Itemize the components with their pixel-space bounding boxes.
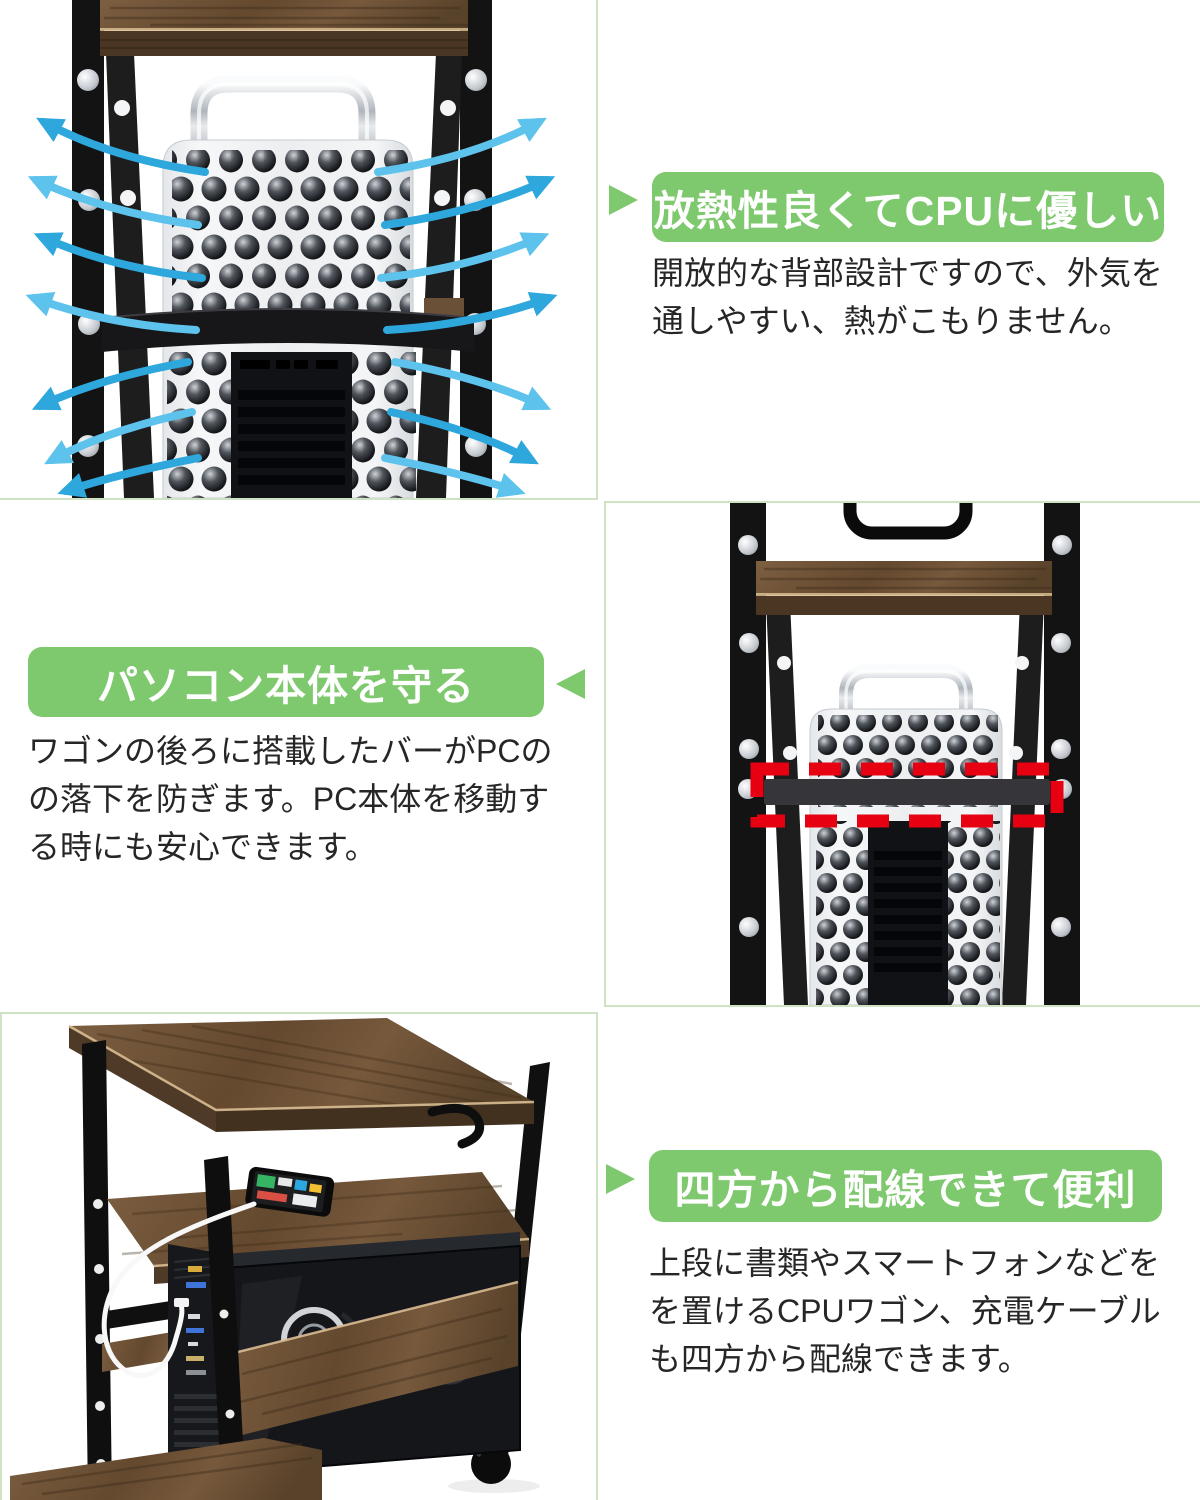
feature-text-line: 開放的な背部設計ですので、外気を xyxy=(652,255,1163,291)
pointer-right-icon xyxy=(606,1164,635,1194)
tower-ports xyxy=(240,360,338,369)
slot-vents xyxy=(174,1394,220,1447)
cart-photo xyxy=(2,1014,596,1500)
rack-frame xyxy=(72,0,492,498)
highlight-dashed-box xyxy=(750,762,1064,828)
top-board xyxy=(68,1018,535,1149)
feature-text-heat: 開放的な背部設計ですので、外気を 通しやすい、熱がこもりません。 xyxy=(652,249,1163,345)
airflow-photo-panel xyxy=(0,0,598,500)
feature-text-line: 上段に書類やスマートフォンなどを xyxy=(649,1245,1161,1281)
feature-title-heat: 放熱性良くてCPUに優しい xyxy=(652,172,1164,242)
airflow-photo xyxy=(0,0,596,498)
feature-text-line: ワゴンの後ろに搭載したバーがPCの xyxy=(28,733,553,769)
tower-grille xyxy=(238,390,345,485)
cart-handle xyxy=(843,503,973,540)
feature-text-line: る時にも安心できます。 xyxy=(28,829,377,865)
retaining-bar-photo xyxy=(606,503,1200,1005)
left-leg xyxy=(82,1040,112,1500)
feature-title-cable: 四方から配線できて便利 xyxy=(649,1150,1162,1222)
feature-text-cable: 上段に書類やスマートフォンなどを を置けるCPUワゴン、充電ケーブル も四方から… xyxy=(649,1239,1161,1383)
feature-text-line: 通しやすい、熱がこもりません。 xyxy=(652,303,1131,339)
airflow-arrows xyxy=(25,117,558,498)
led-display xyxy=(186,1266,206,1375)
pointer-left-icon xyxy=(556,669,585,699)
top-shelf xyxy=(100,0,468,56)
front-leg xyxy=(204,1156,246,1500)
vent-hole-grid xyxy=(172,150,410,318)
cable-plug xyxy=(174,1298,189,1307)
retaining-bar xyxy=(101,308,475,352)
pointer-right-icon xyxy=(609,185,638,215)
retaining-bar xyxy=(764,779,1050,805)
computer-tower xyxy=(162,75,464,498)
cart-handle xyxy=(427,1103,485,1149)
feature-text-line: も四方から配線できます。 xyxy=(649,1341,1030,1377)
cart-photo-panel xyxy=(0,1012,598,1500)
backstop-bar xyxy=(221,1280,519,1440)
feature-text-protect: ワゴンの後ろに搭載したバーがPCの の落下を防ぎます。PC本体を移動す る時にも… xyxy=(28,727,552,871)
computer-tower xyxy=(809,664,1003,1005)
smartphone xyxy=(245,1166,335,1217)
feature-text-line: の落下を防ぎます。PC本体を移動す xyxy=(28,781,550,817)
upper-shelf xyxy=(756,561,1052,615)
charging-cable xyxy=(101,1201,257,1378)
retaining-bar-photo-panel xyxy=(604,501,1200,1007)
feature-title-protect: パソコン本体を守る xyxy=(28,647,544,717)
bottom-shelf xyxy=(10,1438,322,1500)
feature-text-line: を置けるCPUワゴン、充電ケーブル xyxy=(649,1293,1161,1329)
tower-grille xyxy=(874,851,942,972)
